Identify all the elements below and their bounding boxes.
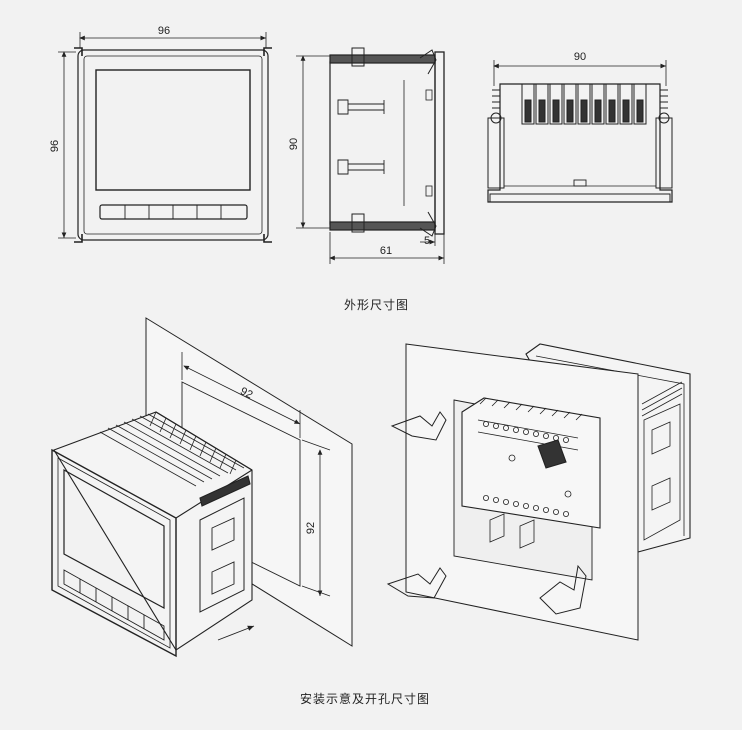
side-depth-label: 61 [380, 245, 392, 257]
install-caption: 安装示意及开孔尺寸图 [300, 692, 431, 706]
side-flange-label: 5 [424, 235, 430, 247]
side-view [296, 47, 445, 264]
cutout-height-label: 92 [305, 522, 317, 534]
front-height-label: 96 [49, 140, 61, 152]
front-width-label: 96 [158, 25, 170, 37]
side-height-label: 90 [288, 138, 300, 150]
front-view [58, 32, 272, 243]
cutout-width-label: 92 [238, 385, 254, 401]
top-width-label: 90 [574, 51, 586, 63]
outline-caption: 外形尺寸图 [344, 298, 410, 312]
installation-isometric-right [386, 343, 691, 641]
top-view [487, 60, 673, 203]
installation-isometric-left [51, 317, 353, 658]
